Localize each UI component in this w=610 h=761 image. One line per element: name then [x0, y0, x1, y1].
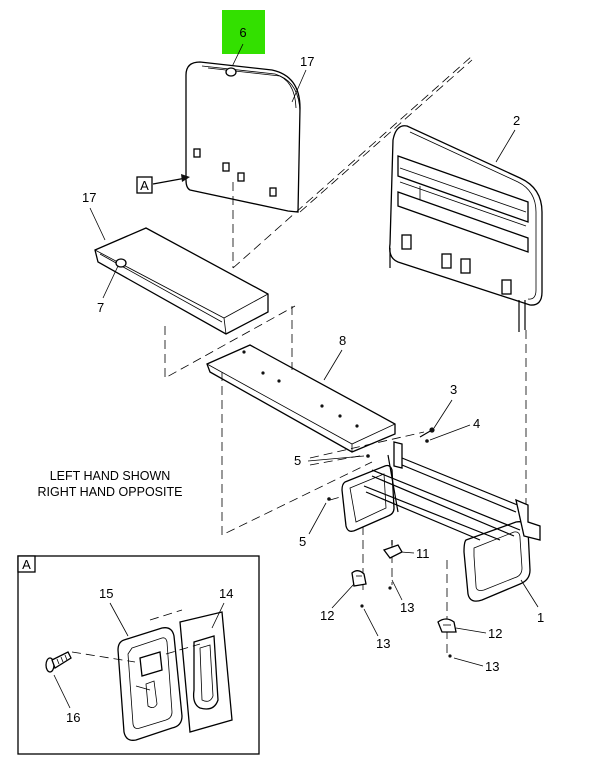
- screw-13-upper: [388, 586, 392, 590]
- callout-4: 4: [473, 416, 480, 431]
- leader-8: [323, 349, 343, 381]
- leader-3: [433, 399, 453, 429]
- callout-7: 7: [97, 300, 104, 315]
- detail-assembly-lines: [71, 609, 201, 663]
- detail-view-a-label: A: [22, 557, 31, 572]
- leader-16: [53, 674, 71, 709]
- leader-12-right: [455, 627, 487, 634]
- base-frame: [341, 441, 541, 602]
- washer-5-upper: [366, 454, 370, 458]
- callout-13-upper: 13: [400, 600, 414, 615]
- highlight-box-item-6[interactable]: [222, 10, 265, 54]
- callout-3: 3: [450, 382, 457, 397]
- leader-7: [102, 265, 119, 299]
- leader-17-lower: [89, 207, 106, 241]
- callout-12-left: 12: [320, 608, 334, 623]
- view-ref-arrow: [152, 177, 187, 185]
- callout-16: 16: [66, 710, 80, 725]
- seat-back-cushion: [185, 61, 301, 213]
- callout-11: 11: [416, 546, 430, 561]
- view-ref-a: A: [140, 178, 149, 193]
- callout-2: 2: [513, 113, 520, 128]
- screw-13-lower: [448, 654, 452, 658]
- callout-13-middle: 13: [376, 636, 390, 651]
- note-line-2: RIGHT HAND OPPOSITE: [38, 485, 183, 499]
- callout-14: 14: [219, 586, 233, 601]
- callout-17-lower: 17: [82, 190, 96, 205]
- callout-1: 1: [537, 610, 544, 625]
- screw-13-middle: [360, 604, 364, 608]
- leader-13-upper: [391, 579, 403, 601]
- handle-bezel-15: [117, 627, 183, 741]
- detail-view-a: A 14 15 16: [17, 555, 260, 755]
- leader-5-upper: [307, 455, 365, 462]
- leader-5-lower: [308, 502, 327, 535]
- clip-12-left: [351, 570, 367, 587]
- callout-5-upper: 5: [294, 453, 301, 468]
- callout-15: 15: [99, 586, 113, 601]
- leader-17-upper: [291, 69, 307, 103]
- clip-11: [382, 540, 403, 559]
- leader-1: [520, 579, 539, 608]
- leader-12-left: [331, 583, 355, 609]
- callout-13-lower: 13: [485, 659, 499, 674]
- callout-5-lower: 5: [299, 534, 306, 549]
- seat-back-frame: [389, 125, 543, 332]
- callout-8: 8: [339, 333, 346, 348]
- callout-17-upper: 17: [300, 54, 314, 69]
- leader-11: [400, 551, 415, 554]
- leader-4: [429, 424, 471, 441]
- seat-pan: [206, 344, 396, 453]
- callout-12-right: 12: [488, 626, 502, 641]
- screw-4: [425, 439, 429, 443]
- view-ref-box-a: [136, 176, 153, 194]
- leader-13-lower: [453, 657, 484, 667]
- washer-5-lower: [327, 497, 331, 501]
- screw-3: [419, 427, 435, 438]
- leader-15: [109, 602, 129, 637]
- seat-cushion: [94, 227, 269, 335]
- screw-16: [45, 651, 72, 673]
- clip-12-right: [437, 618, 457, 633]
- callout-6: 6: [239, 25, 246, 40]
- leader-2: [495, 129, 516, 163]
- note-line-1: LEFT HAND SHOWN: [50, 469, 171, 483]
- leader-14: [211, 602, 225, 629]
- bezel-plate-14: [179, 611, 233, 733]
- leader-13-middle: [363, 608, 379, 637]
